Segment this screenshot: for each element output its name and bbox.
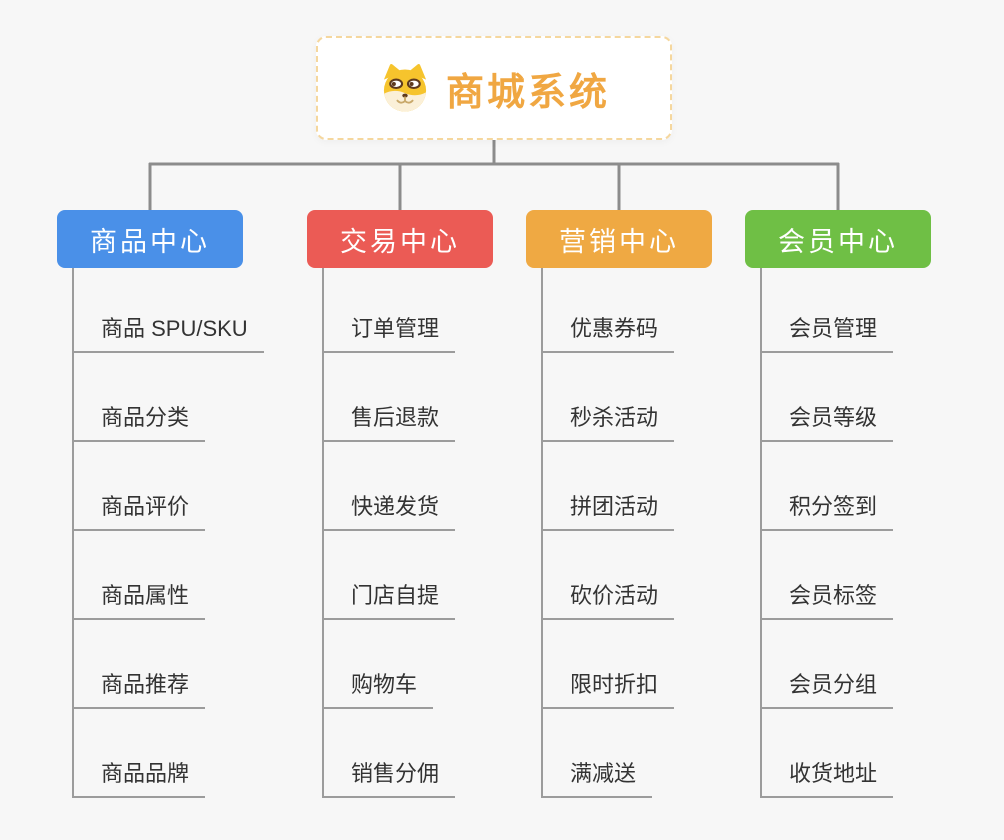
leaf-label: 门店自提 <box>351 583 440 608</box>
leaf-node[interactable]: 门店自提 <box>324 578 456 620</box>
leaf-node[interactable]: 会员等级 <box>762 400 894 442</box>
branch-children: 会员管理 会员等级 积分签到 会员标签 会员分组 收货地址 <box>760 268 894 798</box>
leaf-node[interactable]: 商品评价 <box>74 489 206 531</box>
branch: 营销中心 优惠券码 秒杀活动 拼团活动 砍价活动 限时折扣 满减送 <box>526 210 712 798</box>
leaf-label: 会员等级 <box>789 405 878 430</box>
branch-box[interactable]: 交易中心 <box>307 210 493 268</box>
leaf-row: 会员标签 <box>762 531 894 620</box>
leaf-row: 商品属性 <box>74 531 264 620</box>
leaf-label: 拼团活动 <box>570 494 659 519</box>
leaf-label: 积分签到 <box>789 494 878 519</box>
leaf-node[interactable]: 商品属性 <box>74 578 206 620</box>
leaf-row: 商品品牌 <box>74 709 264 798</box>
branch: 商品中心 商品 SPU/SKU 商品分类 商品评价 商品属性 商品推荐 商品品牌 <box>57 210 264 798</box>
branch: 交易中心 订单管理 售后退款 快递发货 门店自提 购物车 销售分佣 <box>307 210 493 798</box>
leaf-row: 商品 SPU/SKU <box>74 268 264 353</box>
leaf-label: 购物车 <box>351 672 418 697</box>
leaf-label: 商品品牌 <box>101 761 190 786</box>
branch: 会员中心 会员管理 会员等级 积分签到 会员标签 会员分组 收货地址 <box>745 210 931 798</box>
leaf-node[interactable]: 秒杀活动 <box>543 400 675 442</box>
branch-children: 订单管理 售后退款 快递发货 门店自提 购物车 销售分佣 <box>322 268 456 798</box>
leaf-row: 秒杀活动 <box>543 353 675 442</box>
leaf-row: 会员分组 <box>762 620 894 709</box>
leaf-node[interactable]: 收货地址 <box>762 756 894 798</box>
leaf-row: 商品分类 <box>74 353 264 442</box>
root-node[interactable]: 商城系统 <box>316 36 672 140</box>
branch-box[interactable]: 商品中心 <box>57 210 243 268</box>
leaf-row: 满减送 <box>543 709 674 798</box>
leaf-label: 会员标签 <box>789 583 878 608</box>
leaf-row: 砍价活动 <box>543 531 675 620</box>
leaf-label: 收货地址 <box>789 761 878 786</box>
leaf-node[interactable]: 销售分佣 <box>324 756 456 798</box>
leaf-label: 快递发货 <box>351 494 440 519</box>
leaf-row: 商品评价 <box>74 442 264 531</box>
leaf-row: 订单管理 <box>324 268 456 353</box>
root-title: 商城系统 <box>445 71 610 114</box>
leaf-label: 会员分组 <box>789 672 878 697</box>
leaf-row: 会员管理 <box>762 268 894 353</box>
leaf-node[interactable]: 商品推荐 <box>74 667 206 709</box>
branch-label: 交易中心 <box>340 226 460 257</box>
leaf-node[interactable]: 商品分类 <box>74 400 206 442</box>
leaf-node[interactable]: 积分签到 <box>762 489 894 531</box>
leaf-row: 优惠券码 <box>543 268 675 353</box>
leaf-row: 销售分佣 <box>324 709 456 798</box>
leaf-label: 满减送 <box>570 761 637 786</box>
leaf-label: 商品属性 <box>101 583 190 608</box>
doge-icon <box>383 64 427 112</box>
leaf-row: 收货地址 <box>762 709 894 798</box>
leaf-node[interactable]: 快递发货 <box>324 489 456 531</box>
leaf-row: 限时折扣 <box>543 620 675 709</box>
leaf-label: 销售分佣 <box>351 761 440 786</box>
leaf-node[interactable]: 订单管理 <box>324 311 456 353</box>
leaf-row: 商品推荐 <box>74 620 264 709</box>
branch-label: 营销中心 <box>559 226 679 257</box>
leaf-row: 购物车 <box>324 620 455 709</box>
leaf-label: 售后退款 <box>351 405 440 430</box>
leaf-label: 商品分类 <box>101 405 190 430</box>
branch-children: 优惠券码 秒杀活动 拼团活动 砍价活动 限时折扣 满减送 <box>541 268 675 798</box>
leaf-row: 会员等级 <box>762 353 894 442</box>
leaf-label: 会员管理 <box>789 316 878 341</box>
leaf-node[interactable]: 商品品牌 <box>74 756 206 798</box>
leaf-label: 优惠券码 <box>570 316 659 341</box>
leaf-node[interactable]: 限时折扣 <box>543 667 675 709</box>
leaf-node[interactable]: 拼团活动 <box>543 489 675 531</box>
leaf-label: 商品推荐 <box>101 672 190 697</box>
leaf-node[interactable]: 优惠券码 <box>543 311 675 353</box>
leaf-row: 快递发货 <box>324 442 456 531</box>
leaf-node[interactable]: 满减送 <box>543 756 653 798</box>
leaf-label: 限时折扣 <box>570 672 659 697</box>
leaf-node[interactable]: 会员分组 <box>762 667 894 709</box>
branch-children: 商品 SPU/SKU 商品分类 商品评价 商品属性 商品推荐 商品品牌 <box>72 268 264 798</box>
leaf-label: 秒杀活动 <box>570 405 659 430</box>
leaf-node[interactable]: 会员标签 <box>762 578 894 620</box>
branch-label: 商品中心 <box>90 226 210 257</box>
leaf-node[interactable]: 砍价活动 <box>543 578 675 620</box>
branch-box[interactable]: 营销中心 <box>526 210 712 268</box>
leaf-label: 商品 SPU/SKU <box>101 316 248 341</box>
leaf-node[interactable]: 会员管理 <box>762 311 894 353</box>
leaf-label: 商品评价 <box>101 494 190 519</box>
branch-label: 会员中心 <box>778 226 898 257</box>
leaf-row: 拼团活动 <box>543 442 675 531</box>
leaf-row: 门店自提 <box>324 531 456 620</box>
leaf-row: 积分签到 <box>762 442 894 531</box>
leaf-node[interactable]: 商品 SPU/SKU <box>74 311 264 353</box>
branch-box[interactable]: 会员中心 <box>745 210 931 268</box>
leaf-node[interactable]: 售后退款 <box>324 400 456 442</box>
leaf-label: 砍价活动 <box>570 583 659 608</box>
leaf-node[interactable]: 购物车 <box>324 667 434 709</box>
leaf-label: 订单管理 <box>351 316 440 341</box>
leaf-row: 售后退款 <box>324 353 456 442</box>
